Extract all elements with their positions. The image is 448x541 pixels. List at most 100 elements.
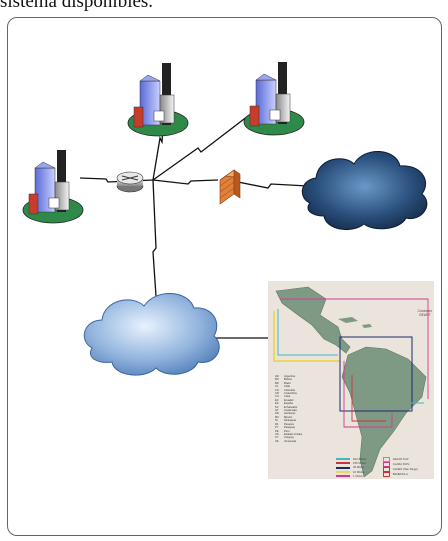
- network-label: BANENCLA: [392, 472, 408, 477]
- speed-swatch: [336, 466, 350, 469]
- network-row: CLARA PoPs: [382, 462, 431, 467]
- country-name: Estados Unidos: [284, 432, 303, 436]
- country-name: Perú: [284, 429, 290, 433]
- country-name: Paraguay: [284, 426, 296, 430]
- speed-row: 622 Mbit/s: [336, 457, 382, 461]
- legend-row: CR Costa Rica: [275, 392, 317, 395]
- country-code: ES: [275, 402, 279, 406]
- legend-row: PY Paraguay: [275, 426, 317, 429]
- speed-row: 155 Mbit/s: [336, 461, 382, 465]
- country-code: HN: [275, 412, 279, 416]
- country-code: UY: [275, 436, 279, 440]
- legend-row: AR Argentina: [275, 375, 317, 378]
- legend-row: NI Nicaragua: [275, 419, 317, 422]
- country-code: CL: [275, 385, 279, 389]
- legend-row: PA Panamá: [275, 423, 317, 426]
- country-name: Costa Rica: [284, 392, 297, 396]
- country-name: Nicaragua: [284, 419, 296, 423]
- speed-swatch: [336, 462, 350, 465]
- link-router-firewall: [152, 179, 219, 185]
- country-name: Guatemala: [284, 409, 297, 413]
- speed-label: 10 Mbit/s: [353, 469, 365, 474]
- map-title: Conexión GEANT: [418, 309, 432, 317]
- caption-text: sistema disponibles.: [0, 0, 154, 12]
- country-name: Cuba: [284, 395, 291, 399]
- network-swatch: [382, 462, 390, 467]
- link-router-building-right: [152, 115, 249, 181]
- legend-row: ES España: [275, 402, 317, 405]
- legend-row: PE Perú: [275, 430, 317, 433]
- country-code: NI: [275, 419, 278, 423]
- country-code: VE: [275, 439, 279, 443]
- country-name: Argentina: [284, 375, 296, 378]
- country-code: PY: [275, 426, 279, 430]
- country-code: PE: [275, 429, 279, 433]
- legend-row: VE Venezuela: [275, 440, 317, 443]
- legend-row: HN Honduras: [275, 412, 317, 415]
- office-building-icon: [243, 61, 305, 136]
- country-name: Brasil: [284, 381, 291, 385]
- country-code: BO: [275, 378, 279, 382]
- country-code: EC: [275, 398, 279, 402]
- speed-row: 1 Gbit/s: [336, 474, 382, 478]
- map-graphic: [268, 281, 434, 479]
- legend-row: UY Uruguay: [275, 436, 317, 439]
- country-code: PA: [275, 422, 279, 426]
- legend-row: CL Chile: [275, 385, 317, 388]
- country-name: Venezuela: [284, 439, 297, 443]
- cloud-icon: [83, 293, 220, 376]
- legend-row: EC Ecuador: [275, 399, 317, 402]
- network-row: GEANT PoP: [382, 457, 431, 462]
- country-name: Bolivia: [284, 378, 292, 382]
- network-label: CeNEN (San Diego): [392, 467, 418, 472]
- country-code: SV: [275, 405, 279, 409]
- country-name: Uruguay: [284, 436, 294, 440]
- country-code: GT: [275, 409, 279, 413]
- country-name: Panamá: [284, 422, 294, 426]
- country-name: España: [284, 402, 293, 406]
- link-speed-legend: 622 Mbit/s 155 Mbit/s 45 Mbit/s 10 Mbit/…: [336, 457, 432, 478]
- country-code: CR: [275, 392, 279, 396]
- network-swatch: [382, 457, 390, 462]
- brick-firewall-icon: [219, 169, 241, 205]
- link-router-cloud-light: [152, 179, 157, 297]
- speed-label: 622 Mbit/s: [353, 457, 366, 461]
- speed-column: 622 Mbit/s 155 Mbit/s 45 Mbit/s 10 Mbit/…: [336, 457, 382, 478]
- office-building-icon: [22, 149, 84, 224]
- legend-row: SV El Salvador: [275, 406, 317, 409]
- legend-row: GT Guatemala: [275, 409, 317, 412]
- map-title-line: Conexión: [417, 309, 432, 313]
- country-name: El Salvador: [284, 405, 298, 409]
- speed-label: 1 Gbit/s: [353, 473, 363, 478]
- map-title-line: GEANT: [418, 313, 431, 317]
- network-row: CeNEN (San Diego): [382, 467, 431, 472]
- network-swatch: [382, 472, 390, 477]
- country-name: Ecuador: [284, 398, 294, 402]
- cloud-icon: [301, 151, 428, 231]
- country-name: Honduras: [284, 412, 296, 416]
- speed-row: 10 Mbit/s: [336, 470, 382, 474]
- country-code: AR: [275, 375, 279, 378]
- country-name: Chile: [284, 385, 290, 389]
- network-column: GEANT PoP CLARA PoPs CeNEN (San Diego) B…: [382, 457, 431, 477]
- network-label: CLARA PoPs: [392, 462, 410, 467]
- country-code: BR: [275, 381, 279, 385]
- router-icon: [116, 171, 144, 193]
- legend-row: BO Bolivia: [275, 378, 317, 381]
- speed-swatch: [336, 458, 350, 461]
- country-name: Colombia: [284, 388, 295, 392]
- speed-label: 45 Mbit/s: [353, 465, 365, 470]
- network-swatch: [382, 467, 390, 472]
- speed-row: 45 Mbit/s: [336, 465, 382, 469]
- network-row: BANENCLA: [382, 472, 431, 477]
- network-label: GEANT PoP: [392, 457, 409, 462]
- speed-swatch: [336, 475, 350, 478]
- speed-label: 155 Mbit/s: [353, 461, 366, 466]
- network-diagram: [22, 61, 428, 376]
